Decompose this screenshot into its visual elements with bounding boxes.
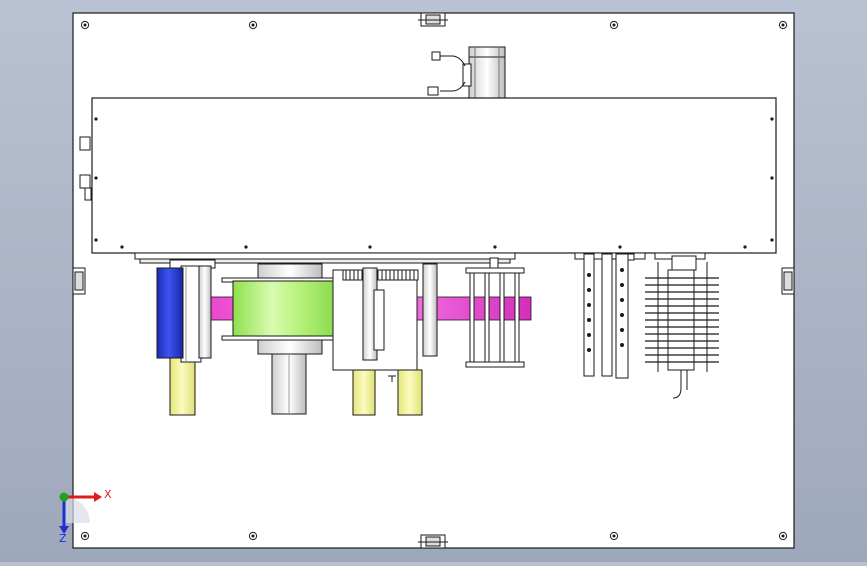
y-axis-dot [59, 492, 69, 502]
cover-plate[interactable] [91, 97, 777, 254]
right-clamp [781, 267, 795, 295]
motor-cables [427, 51, 466, 96]
cover-plate-screws [94, 117, 774, 249]
coordinate-triad: X Z [59, 488, 112, 545]
left-clamp [72, 267, 86, 295]
gearbox [332, 263, 438, 416]
left-roller-assembly [156, 259, 216, 416]
servo-motor [462, 46, 506, 100]
rod-cage [465, 257, 525, 368]
pin-racks [583, 253, 635, 379]
x-axis-label: X [104, 488, 112, 501]
fin-array [645, 255, 719, 399]
bottom-clamp [418, 534, 448, 549]
z-axis-label: Z [59, 532, 67, 545]
top-clamp [418, 12, 448, 27]
green-drum [221, 263, 345, 415]
side-connectors [79, 136, 92, 201]
